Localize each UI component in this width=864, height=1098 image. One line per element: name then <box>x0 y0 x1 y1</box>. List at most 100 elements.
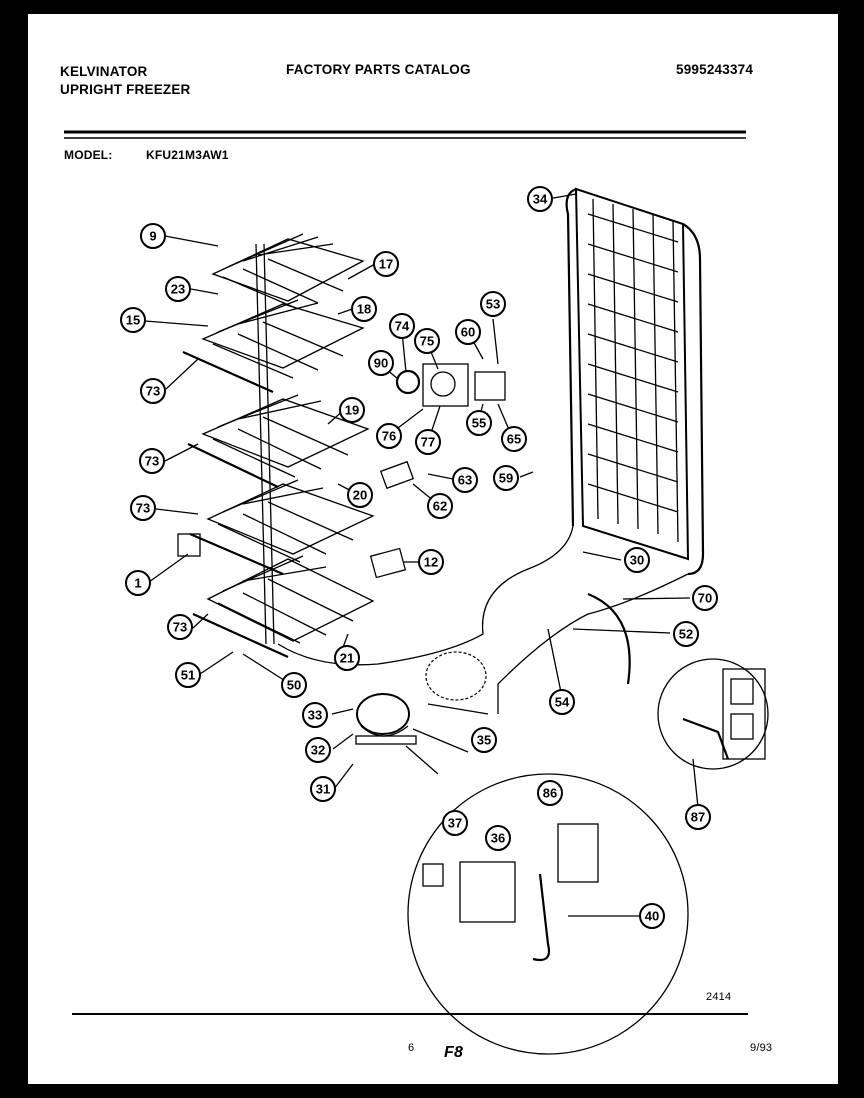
svg-text:77: 77 <box>421 435 435 450</box>
control-knob <box>369 547 407 579</box>
callout-87: 87 <box>685 804 711 830</box>
callout-73: 73 <box>139 448 165 474</box>
svg-text:30: 30 <box>630 553 644 568</box>
svg-text:20: 20 <box>353 488 367 503</box>
svg-text:60: 60 <box>461 325 475 340</box>
product-name: UPRIGHT FREEZER <box>60 82 191 97</box>
callout-12: 12 <box>418 549 444 575</box>
svg-text:19: 19 <box>345 403 359 418</box>
callout-70: 70 <box>692 585 718 611</box>
callout-55: 55 <box>466 410 492 436</box>
callout-32: 32 <box>305 737 331 763</box>
compressor-housing <box>425 651 489 715</box>
svg-text:73: 73 <box>146 384 160 399</box>
callout-23: 23 <box>165 276 191 302</box>
callout-21: 21 <box>334 645 360 671</box>
wire-shelves <box>182 233 375 659</box>
svg-text:74: 74 <box>395 319 410 334</box>
svg-text:35: 35 <box>477 733 491 748</box>
svg-text:1: 1 <box>134 576 141 591</box>
svg-text:21: 21 <box>340 651 354 666</box>
tubing <box>277 525 574 666</box>
callout-60: 60 <box>455 319 481 345</box>
light-socket <box>177 533 201 557</box>
svg-text:65: 65 <box>507 432 521 447</box>
callout-51: 51 <box>175 662 201 688</box>
callout-73: 73 <box>140 378 166 404</box>
footer-date: 9/93 <box>750 1042 773 1054</box>
svg-text:63: 63 <box>458 473 472 488</box>
callout-33: 33 <box>302 702 328 728</box>
callout-90: 90 <box>368 350 394 376</box>
shelf-5 <box>192 555 375 659</box>
callout-15: 15 <box>120 307 146 333</box>
callout-9: 9 <box>140 223 166 249</box>
shelf-4 <box>189 479 375 576</box>
svg-text:18: 18 <box>357 302 371 317</box>
exploded-parts-diagram: 9 23 15 73 73 73 1 73 51 50 17 18 19 20 … <box>64 130 769 1055</box>
svg-text:73: 73 <box>173 620 187 635</box>
svg-text:17: 17 <box>379 257 393 272</box>
svg-text:86: 86 <box>543 786 557 801</box>
callout-54: 54 <box>549 689 575 715</box>
callout-20: 20 <box>347 482 373 508</box>
svg-text:52: 52 <box>679 627 693 642</box>
svg-text:37: 37 <box>448 816 462 831</box>
svg-text:59: 59 <box>499 471 513 486</box>
callout-65: 65 <box>501 426 527 452</box>
svg-text:55: 55 <box>472 416 486 431</box>
callout-40: 40 <box>639 903 665 929</box>
compressor <box>355 693 417 745</box>
svg-text:87: 87 <box>691 810 705 825</box>
discharge-line <box>497 573 689 714</box>
svg-text:54: 54 <box>555 695 570 710</box>
callout-53: 53 <box>480 291 506 317</box>
thermostat <box>379 460 415 490</box>
shelf-3 <box>187 394 370 488</box>
callout-62: 62 <box>427 493 453 519</box>
fan-motor-assembly <box>395 363 506 407</box>
shelf-1 <box>211 233 365 310</box>
callout-31: 31 <box>310 776 336 802</box>
svg-text:36: 36 <box>491 831 505 846</box>
callout-74: 74 <box>389 313 415 339</box>
catalog-title: FACTORY PARTS CATALOG <box>286 62 471 77</box>
svg-text:12: 12 <box>424 555 438 570</box>
svg-text:75: 75 <box>420 334 434 349</box>
callout-37: 37 <box>442 810 468 836</box>
catalog-number: 5995243374 <box>676 62 754 77</box>
callout-34: 34 <box>527 186 553 212</box>
svg-text:15: 15 <box>126 313 140 328</box>
svg-text:73: 73 <box>145 454 159 469</box>
callout-77: 77 <box>415 429 441 455</box>
drain-tube <box>587 592 631 685</box>
svg-text:40: 40 <box>645 909 659 924</box>
callout-73: 73 <box>130 495 156 521</box>
svg-text:76: 76 <box>382 429 396 444</box>
diagram-number: 2414 <box>706 991 732 1003</box>
callout-50: 50 <box>281 672 307 698</box>
callout-59: 59 <box>493 465 519 491</box>
page-number: 6 <box>408 1042 415 1054</box>
evaporator-coil <box>565 187 705 576</box>
model-label: MODEL: <box>64 148 113 162</box>
detail-relay-circle <box>405 745 689 1055</box>
svg-text:51: 51 <box>181 668 195 683</box>
callout-52: 52 <box>673 621 699 647</box>
callout-1: 1 <box>125 570 151 596</box>
callout-18: 18 <box>351 296 377 322</box>
callout-17: 17 <box>373 251 399 277</box>
callout-73: 73 <box>167 614 193 640</box>
callout-86: 86 <box>537 780 563 806</box>
catalog-page: KELVINATOR UPRIGHT FREEZER FACTORY PARTS… <box>28 14 838 1084</box>
callout-30: 30 <box>624 547 650 573</box>
figure-label: F8 <box>444 1044 464 1061</box>
svg-text:62: 62 <box>433 499 447 514</box>
callout-35: 35 <box>471 727 497 753</box>
brand-name: KELVINATOR <box>60 64 148 79</box>
callout-19: 19 <box>339 397 365 423</box>
callout-75: 75 <box>414 328 440 354</box>
svg-text:23: 23 <box>171 282 185 297</box>
callouts: 9 23 15 73 73 73 1 73 51 50 17 18 19 20 … <box>120 186 718 929</box>
callout-76: 76 <box>376 423 402 449</box>
